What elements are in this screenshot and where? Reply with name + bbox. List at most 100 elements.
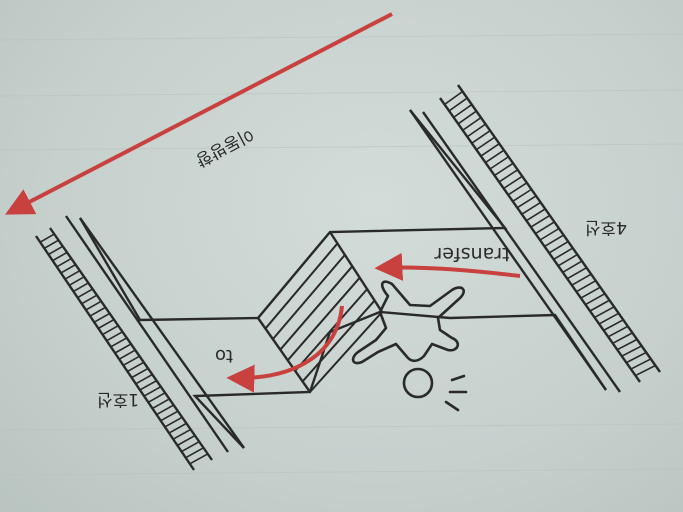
track-tie	[562, 260, 583, 273]
track-tie	[85, 300, 102, 311]
track-tie	[81, 294, 98, 305]
track-tie	[539, 227, 560, 241]
track-tie	[143, 386, 162, 397]
track-tie	[48, 245, 64, 256]
track-tie	[471, 129, 491, 144]
track-tie	[52, 251, 68, 262]
stair-tread	[286, 277, 361, 361]
paper-texture	[0, 33, 683, 476]
stair-tread	[272, 254, 346, 340]
track-tie	[571, 273, 592, 286]
to-label: to	[215, 345, 233, 366]
track-tie	[448, 97, 468, 112]
track-tie	[453, 103, 473, 119]
track-tie	[575, 279, 597, 293]
right-track-ties	[444, 90, 656, 377]
direction-label: 이동방향	[192, 123, 257, 170]
track-tie	[106, 331, 123, 342]
track-tie	[444, 90, 464, 106]
track-tie	[480, 143, 500, 157]
line-1-label: 1호선	[97, 389, 139, 409]
track-tie	[172, 428, 192, 440]
stair-tread	[301, 299, 376, 383]
stair-tread	[279, 265, 354, 351]
track-tie	[548, 240, 569, 254]
track-tie	[630, 358, 652, 370]
track-tie	[114, 343, 132, 354]
stair-tread	[309, 311, 383, 393]
track-tie	[494, 162, 514, 177]
stair-tread	[294, 288, 368, 372]
track-tie	[93, 312, 111, 323]
track-tie	[64, 270, 81, 280]
track-tie	[77, 288, 94, 299]
track-tie	[530, 214, 551, 228]
track-tie	[589, 299, 610, 312]
track-tie	[635, 364, 656, 377]
track-tie	[89, 306, 106, 317]
track-tie	[507, 182, 528, 196]
stair-tread	[257, 231, 331, 319]
track-tie	[466, 123, 486, 138]
fallen-person-outline	[351, 280, 468, 412]
track-tie	[512, 188, 532, 202]
track-tie	[462, 116, 482, 131]
track-tie	[122, 355, 140, 367]
track-tie	[544, 234, 565, 248]
direction-arrow	[5, 12, 393, 215]
track-tie	[39, 233, 55, 243]
track-tie	[168, 422, 187, 434]
track-tie	[503, 175, 523, 190]
track-tie	[557, 253, 578, 267]
track-tie	[580, 286, 601, 299]
track-tie	[498, 169, 519, 183]
track-tie	[68, 276, 85, 286]
track-tie	[139, 379, 157, 391]
track-tie	[152, 398, 170, 410]
track-tie	[135, 373, 153, 385]
track-tie	[475, 136, 496, 151]
track-tie	[457, 110, 477, 125]
transfer-arrow	[374, 252, 521, 281]
transfer-label: transfer	[434, 243, 509, 265]
track-tie	[131, 367, 149, 379]
track-tie	[598, 312, 620, 325]
track-tie	[73, 282, 89, 293]
track-tie	[118, 349, 136, 360]
track-tie	[516, 195, 537, 209]
left-track	[35, 215, 245, 471]
track-tie	[156, 404, 175, 416]
track-tie	[616, 338, 638, 351]
track-tie	[176, 434, 196, 447]
line-4-label: 4호선	[585, 217, 627, 237]
track-tie	[43, 239, 59, 250]
track-tie	[485, 149, 505, 164]
track-tie	[625, 351, 647, 364]
track-tie	[489, 156, 509, 170]
track-tie	[521, 201, 542, 215]
stair-tread	[264, 242, 339, 330]
track-tie	[97, 318, 115, 330]
track-tie	[185, 447, 204, 459]
track-tie	[181, 440, 200, 453]
track-tie	[189, 453, 209, 465]
left-track-ties	[39, 233, 209, 465]
track-tie	[110, 337, 128, 348]
track-tie	[60, 263, 76, 274]
track-tie	[566, 266, 587, 280]
track-tie	[553, 247, 574, 261]
track-tie	[535, 221, 555, 235]
track-tie	[56, 257, 72, 268]
track-tie	[612, 332, 633, 344]
track-tie	[160, 410, 179, 422]
track-tie	[603, 319, 624, 332]
stairs	[257, 231, 383, 393]
track-tie	[147, 392, 166, 403]
track-tie	[164, 416, 183, 428]
track-tie	[594, 306, 615, 319]
to-arrow	[226, 305, 344, 393]
right-track	[409, 84, 661, 393]
track-tie	[127, 361, 145, 373]
